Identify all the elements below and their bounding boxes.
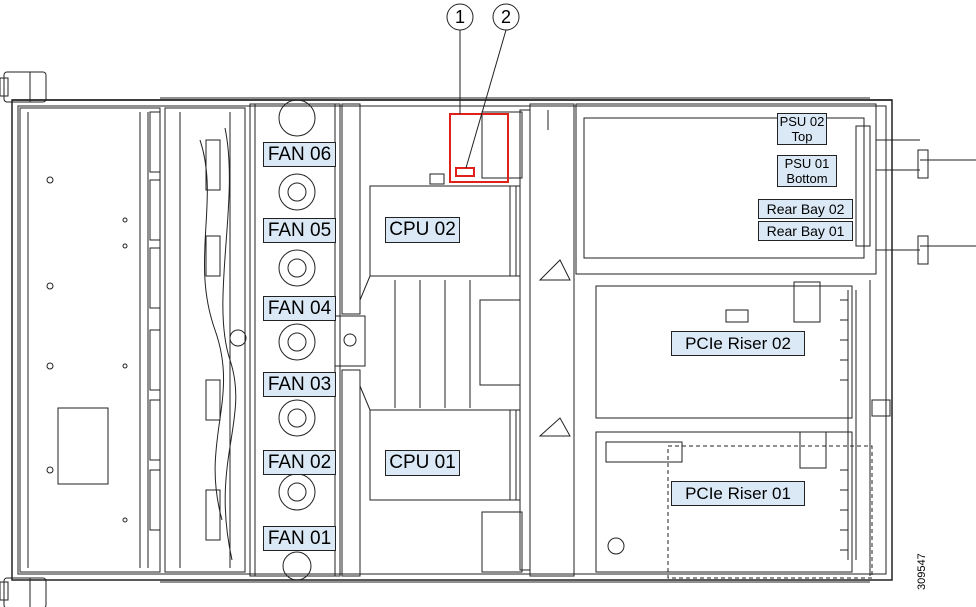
pcie-riser-02-label: PCIe Riser 02 [671, 331, 805, 356]
front-ear-bottom [0, 577, 47, 607]
pcie-riser-02-outline [595, 281, 853, 419]
midplane-area [164, 107, 247, 573]
fan-06-label: FAN 06 [263, 142, 336, 167]
fan-tray [249, 99, 341, 581]
cpu-02-label: CPU 02 [385, 217, 460, 243]
psu-01-label: PSU 01 Bottom [777, 155, 837, 187]
fan-01-label: FAN 01 [263, 526, 336, 551]
fan-04-label: FAN 04 [263, 296, 336, 321]
rear-bay-01-label: Rear Bay 01 [758, 221, 853, 241]
fan-05-label: FAN 05 [263, 218, 336, 243]
pcie-riser-01-label: PCIe Riser 01 [671, 481, 805, 506]
dimm-area [394, 109, 531, 573]
chassis-outline [11, 97, 893, 583]
front-ear-top [0, 71, 47, 103]
psu-02-name: PSU 02 [779, 114, 825, 129]
psu-02-position: Top [791, 129, 813, 144]
pcie-riser-01-outline [595, 431, 873, 579]
callout-1-highlight [449, 113, 509, 183]
front-drive-bays [19, 107, 161, 573]
fan-02-label: FAN 02 [263, 450, 336, 475]
psu-01-name: PSU 01 [784, 156, 830, 171]
fan-03-label: FAN 03 [263, 372, 336, 397]
rear-bay-02-label: Rear Bay 02 [758, 199, 853, 219]
psu-area [575, 103, 976, 275]
callout-number-2: 2 [500, 6, 511, 27]
figure-id: 309547 [916, 553, 928, 590]
psu-02-label: PSU 02 Top [777, 113, 827, 145]
cpu-01-label: CPU 01 [385, 450, 460, 476]
psu-01-position: Bottom [786, 171, 828, 186]
riser-slot-ladders [840, 280, 891, 576]
cpu-01-heatsink [359, 385, 521, 504]
air-channels [334, 103, 366, 577]
callout-2-highlight [455, 167, 475, 177]
callout-number-1: 1 [454, 6, 465, 27]
motherboard-center [529, 103, 575, 577]
callout-leaders [446, 3, 520, 169]
